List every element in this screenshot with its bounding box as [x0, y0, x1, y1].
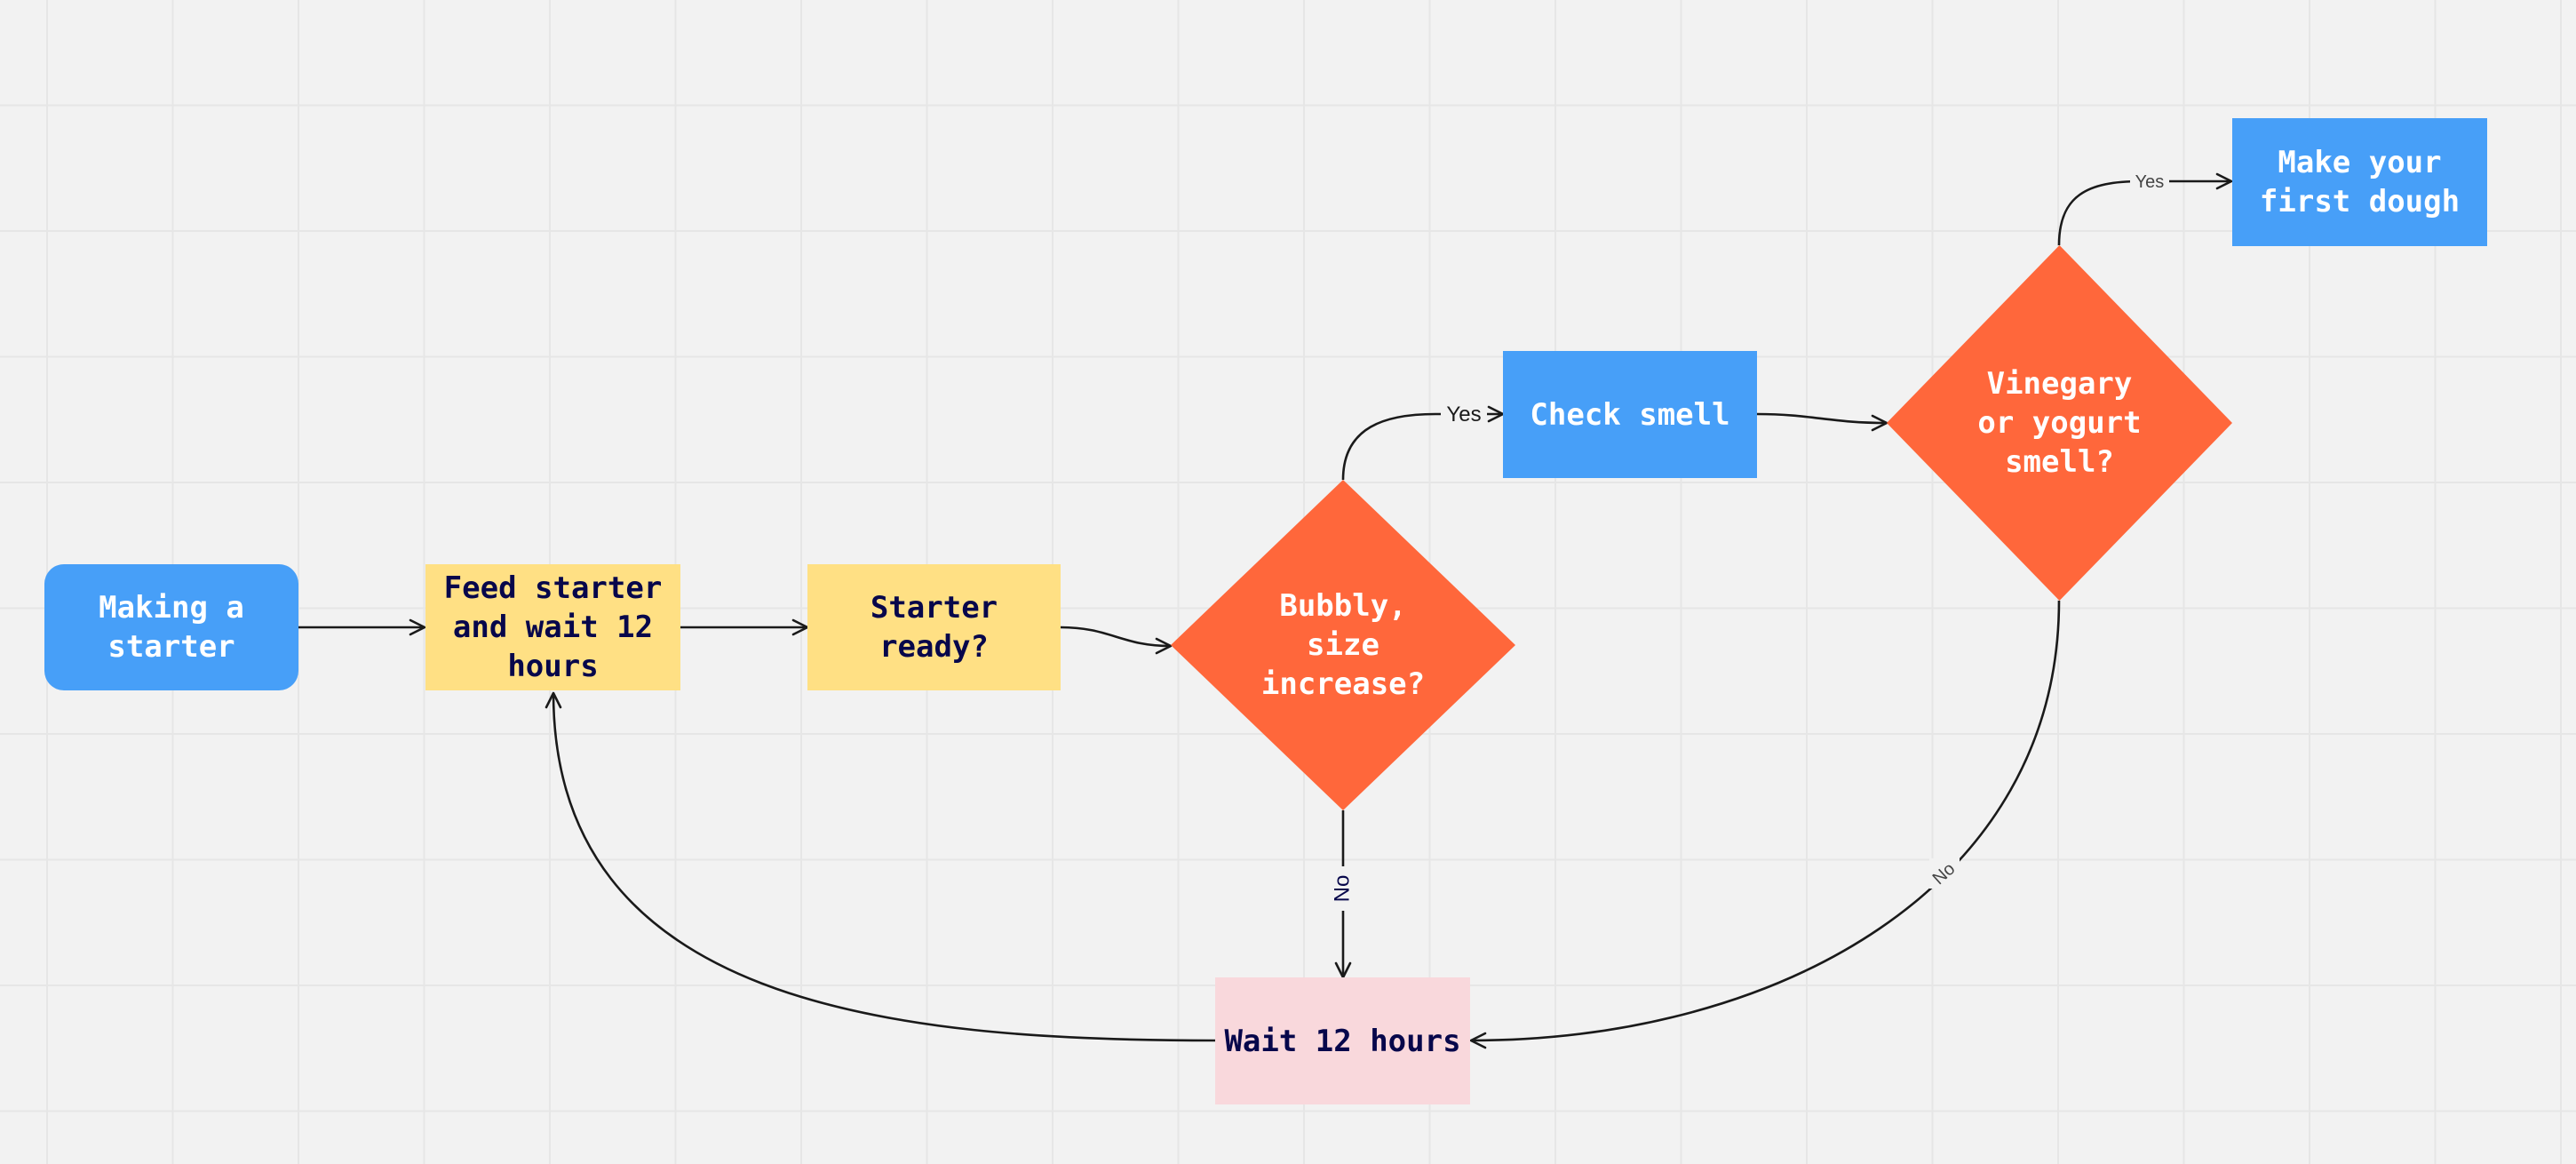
node-label: Vinegary or yogurt smell?: [1977, 366, 2142, 480]
connector-ready-to-bubbly[interactable]: [1060, 626, 1173, 655]
connector-smell-to-vinegary[interactable]: [1756, 412, 1888, 432]
edge-label-vinegary-yes: Yes: [2135, 172, 2165, 192]
connector-vinegary-no[interactable]: [1469, 600, 2061, 1049]
node-feed-starter[interactable]: Feed starter and wait 12 hours: [425, 564, 680, 690]
node-make-dough[interactable]: Make your first dough: [2232, 118, 2487, 246]
edge-label-bubbly-no: No: [1330, 875, 1354, 903]
node-label: Bubbly, size increase?: [1260, 588, 1426, 702]
edge-label-bg: [1441, 398, 1487, 428]
edge-label-bg: [1929, 858, 1960, 889]
edge-label-bg: [1327, 866, 1359, 911]
node-making-starter[interactable]: Making a starter: [44, 564, 298, 690]
node-label: Wait 12 hours: [1224, 1023, 1461, 1059]
diamond-shape: [1171, 480, 1515, 810]
node-check-smell[interactable]: Check smell: [1503, 351, 1757, 478]
node-label: Check smell: [1530, 396, 1730, 433]
node-wait-12-hours[interactable]: Wait 12 hours: [1215, 977, 1470, 1104]
diamond-shape: [1887, 245, 2232, 601]
node-label: Starter ready?: [870, 590, 998, 665]
connector-bubbly-yes[interactable]: [1341, 405, 1505, 481]
node-starter-ready[interactable]: Starter ready?: [807, 564, 1061, 690]
node-label: Making a starter: [99, 590, 244, 665]
connector-wait-to-feed[interactable]: [545, 691, 1216, 1042]
node-label: Feed starter and wait 12 hours: [443, 570, 663, 684]
node-vinegary-decision[interactable]: Vinegary or yogurt smell?: [1887, 245, 2232, 601]
edge-label-bubbly-yes: Yes: [1446, 403, 1481, 427]
node-label: Make your first dough: [2259, 145, 2461, 219]
node-bubbly-decision[interactable]: Bubbly, size increase?: [1171, 480, 1515, 810]
edge-label-bg: [2130, 169, 2169, 194]
